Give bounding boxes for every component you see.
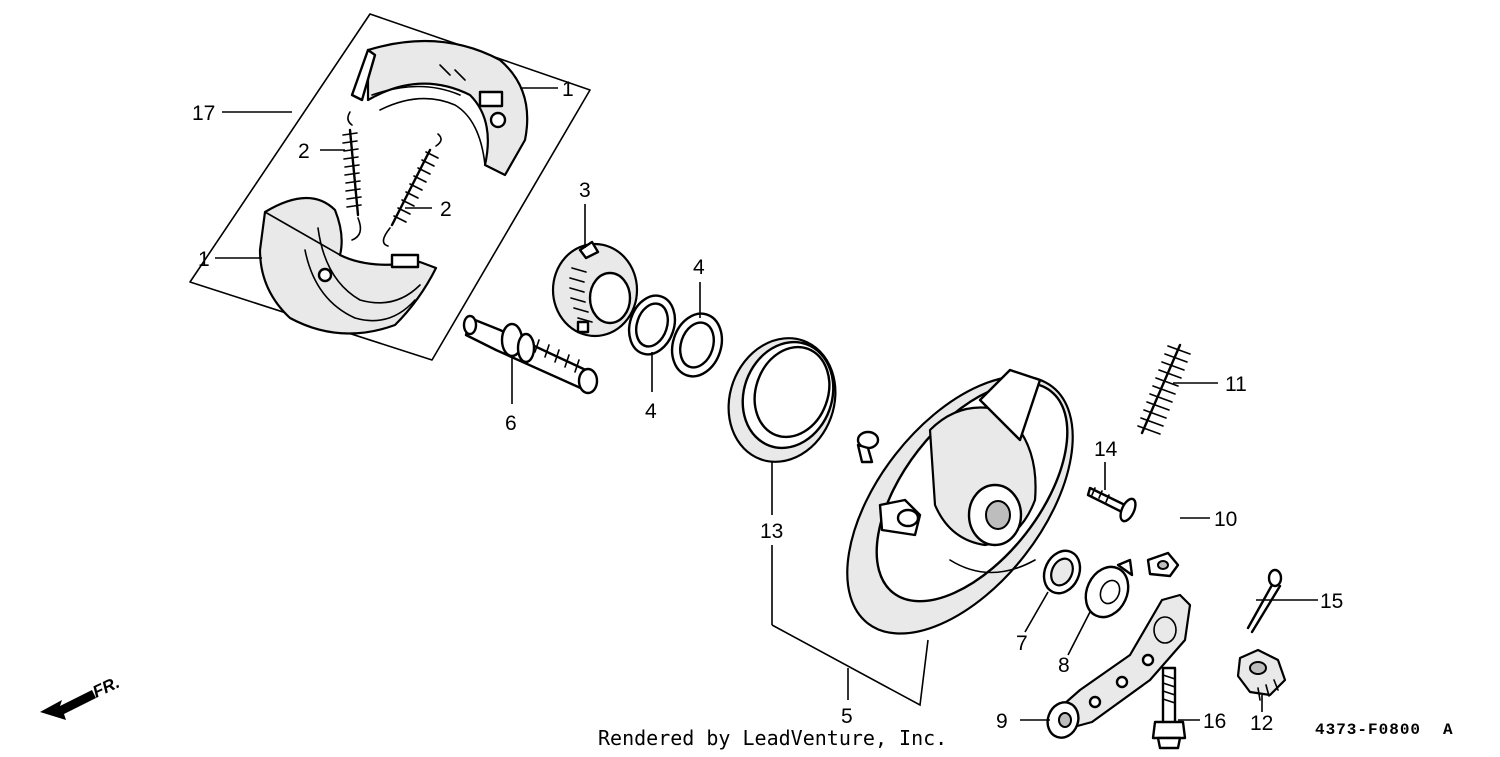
callout-4-front: 4 [645, 400, 657, 423]
thrust-washer-front[interactable] [622, 290, 682, 361]
callout-4-rear: 4 [693, 256, 705, 279]
callout-13: 13 [760, 520, 783, 543]
dust-seal[interactable] [1037, 545, 1086, 599]
callout-6: 6 [505, 412, 517, 435]
cotter-pin[interactable] [1246, 568, 1283, 634]
callout-8: 8 [1058, 654, 1070, 677]
wear-indicator-plate[interactable] [551, 240, 639, 338]
diagram-code-suffix: A [1443, 721, 1454, 739]
callout-2-right: 2 [440, 198, 452, 221]
credit-text: Rendered by LeadVenture, Inc. [598, 726, 947, 750]
brake-panel[interactable] [803, 336, 1117, 673]
callout-labels: 17 1 2 2 1 3 4 4 6 11 14 10 13 15 7 8 5 … [192, 78, 1343, 735]
callout-15: 15 [1320, 590, 1343, 613]
callout-9: 9 [996, 710, 1008, 733]
callout-3: 3 [579, 179, 591, 202]
callout-16: 16 [1203, 710, 1226, 733]
castle-nut[interactable] [1236, 648, 1287, 701]
callout-11: 11 [1225, 373, 1247, 396]
arm-bolt[interactable] [1151, 666, 1187, 750]
leader-lines [215, 87, 1318, 721]
brake-cam-shaft[interactable] [462, 314, 599, 395]
brake-spring-right[interactable] [382, 133, 442, 247]
callout-1-upper: 1 [562, 78, 574, 101]
brake-spring-left[interactable] [342, 111, 362, 241]
lower-brake-shoe[interactable] [258, 196, 438, 335]
callout-12: 12 [1250, 712, 1273, 735]
panel-bolt[interactable] [1086, 486, 1139, 523]
callout-10: 10 [1214, 508, 1237, 531]
front-direction-arrow-icon [40, 690, 96, 720]
indicator-plate[interactable] [1146, 551, 1180, 578]
return-spring[interactable] [1137, 343, 1191, 435]
callout-14: 14 [1094, 438, 1118, 461]
upper-brake-shoe[interactable] [350, 39, 529, 177]
callout-1-lower: 1 [198, 248, 210, 271]
brake-arm[interactable] [1043, 593, 1192, 742]
oil-seal[interactable] [712, 323, 853, 477]
callout-2-left: 2 [298, 140, 310, 163]
callout-5: 5 [841, 705, 853, 728]
thrust-washer-rear[interactable] [664, 307, 729, 383]
callout-7: 7 [1016, 632, 1028, 655]
wear-indicator[interactable] [1078, 558, 1136, 624]
diagram-code: 4373-F0800 [1315, 721, 1421, 739]
callout-17: 17 [192, 102, 215, 125]
brake-shoe-set-box [189, 13, 591, 361]
